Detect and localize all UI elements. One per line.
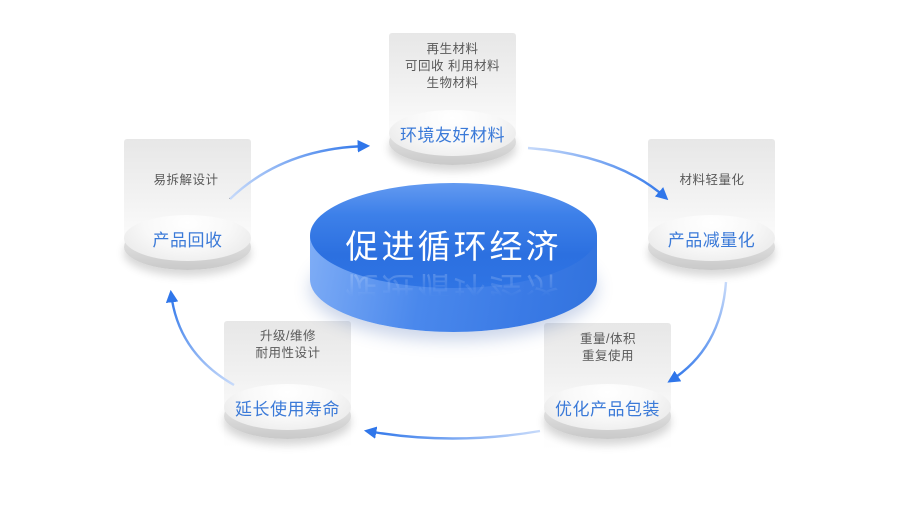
note-line: 易拆解设计 [153, 173, 219, 187]
node-label: 环境友好材料 [400, 125, 505, 145]
node-label: 延长使用寿命 [235, 399, 340, 419]
node-label: 产品减量化 [667, 230, 756, 250]
notes-recycle: 易拆解设计 [122, 172, 250, 189]
disc-face: 产品回收 [124, 215, 251, 261]
node-materials: 环境友好材料 [389, 110, 516, 166]
notes-reduction: 材料轻量化 [648, 172, 776, 189]
notes-lifespan: 升级/维修 耐用性设计 [224, 328, 352, 362]
note-line: 升级/维修 [260, 329, 316, 343]
node-label: 产品回收 [152, 230, 223, 250]
notes-packaging: 重量/体积 重复使用 [544, 331, 672, 365]
note-line: 再生材料 [426, 42, 479, 56]
note-line: 重复使用 [581, 349, 634, 363]
node-reduction: 产品减量化 [648, 215, 775, 271]
arrow-packaging-to-lifespan [363, 426, 541, 440]
node-label: 优化产品包装 [555, 399, 660, 419]
arrow-reduction-to-packaging [667, 281, 728, 383]
center-title-reflection: 促进循环经济 [345, 270, 562, 306]
center-title: 促进循环经济 [345, 228, 562, 265]
node-packaging: 优化产品包装 [544, 384, 671, 440]
center-disc: 促进循环经济 促进循环经济 [310, 183, 597, 333]
note-line: 重量/体积 [580, 332, 636, 346]
note-line: 可回收 利用材料 [405, 59, 500, 73]
node-lifespan: 延长使用寿命 [224, 384, 351, 440]
disc-face: 优化产品包装 [544, 384, 671, 430]
disc-face: 环境友好材料 [389, 110, 516, 156]
note-line: 耐用性设计 [255, 346, 321, 360]
note-line: 材料轻量化 [679, 173, 745, 187]
disc-face: 产品减量化 [648, 215, 775, 261]
notes-materials: 再生材料 可回收 利用材料 生物材料 [374, 41, 531, 92]
disc-face: 延长使用寿命 [224, 384, 351, 430]
node-recycle: 产品回收 [124, 215, 251, 271]
center-disc-top [310, 183, 597, 288]
note-line: 生物材料 [426, 76, 479, 90]
